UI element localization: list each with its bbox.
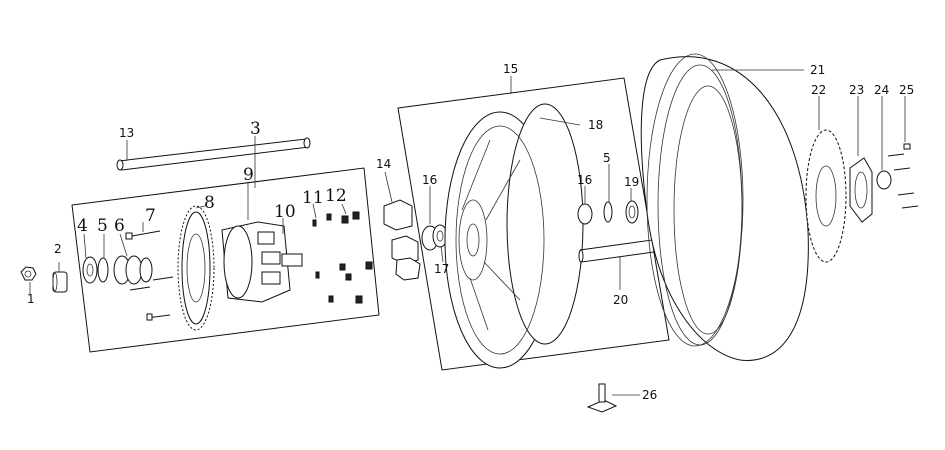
callout-24: 24 bbox=[874, 83, 889, 97]
callout-18: 18 bbox=[588, 118, 603, 132]
disc-adapter bbox=[849, 157, 873, 223]
callout-16b: 16 bbox=[577, 173, 592, 187]
callout-7: 7 bbox=[145, 206, 156, 226]
axle-shaft bbox=[116, 137, 311, 171]
callout-23: 23 bbox=[849, 83, 864, 97]
axle-nut bbox=[20, 266, 37, 281]
rim-group-box bbox=[397, 77, 670, 371]
rim-bearings-left bbox=[421, 224, 448, 251]
hub-group-box bbox=[71, 167, 380, 353]
callout-26: 26 bbox=[642, 388, 657, 402]
leader-lines bbox=[29, 69, 906, 396]
callout-20: 20 bbox=[613, 293, 628, 307]
callout-13: 13 bbox=[119, 126, 134, 140]
wheel-rim bbox=[444, 103, 584, 369]
callout-25: 25 bbox=[899, 83, 914, 97]
callout-8: 8 bbox=[204, 193, 215, 213]
callout-5a: 5 bbox=[97, 216, 108, 236]
callout-1: 1 bbox=[27, 292, 35, 306]
callout-14: 14 bbox=[376, 157, 391, 171]
disc-collar bbox=[876, 170, 892, 190]
sprocket-carrier bbox=[221, 221, 303, 303]
cush-drive-rubbers bbox=[383, 199, 421, 281]
brake-disc bbox=[805, 129, 847, 263]
callout-12: 12 bbox=[325, 186, 347, 206]
callout-15: 15 bbox=[503, 62, 518, 76]
callout-9: 9 bbox=[243, 165, 254, 185]
callout-16a: 16 bbox=[422, 173, 437, 187]
callout-22: 22 bbox=[811, 83, 826, 97]
collar bbox=[52, 271, 68, 293]
bolts-left bbox=[125, 230, 174, 321]
rim-bearings-right bbox=[577, 200, 639, 225]
callout-2: 2 bbox=[54, 242, 62, 256]
callout-17: 17 bbox=[434, 262, 449, 276]
callout-4: 4 bbox=[77, 216, 88, 236]
spacer-tube bbox=[578, 239, 655, 263]
callout-21: 21 bbox=[810, 63, 825, 77]
callout-6: 6 bbox=[114, 216, 125, 236]
disc-bolts bbox=[887, 143, 919, 209]
callout-5b: 5 bbox=[603, 151, 611, 165]
callout-11: 11 bbox=[302, 188, 324, 208]
studs-and-nuts bbox=[312, 211, 373, 304]
tire bbox=[640, 53, 809, 361]
bearing-set-left bbox=[82, 255, 153, 285]
callout-19: 19 bbox=[624, 175, 639, 189]
callout-3: 3 bbox=[250, 119, 261, 139]
callout-10: 10 bbox=[274, 202, 296, 222]
tire-valve bbox=[586, 383, 618, 413]
sprocket bbox=[177, 205, 215, 331]
